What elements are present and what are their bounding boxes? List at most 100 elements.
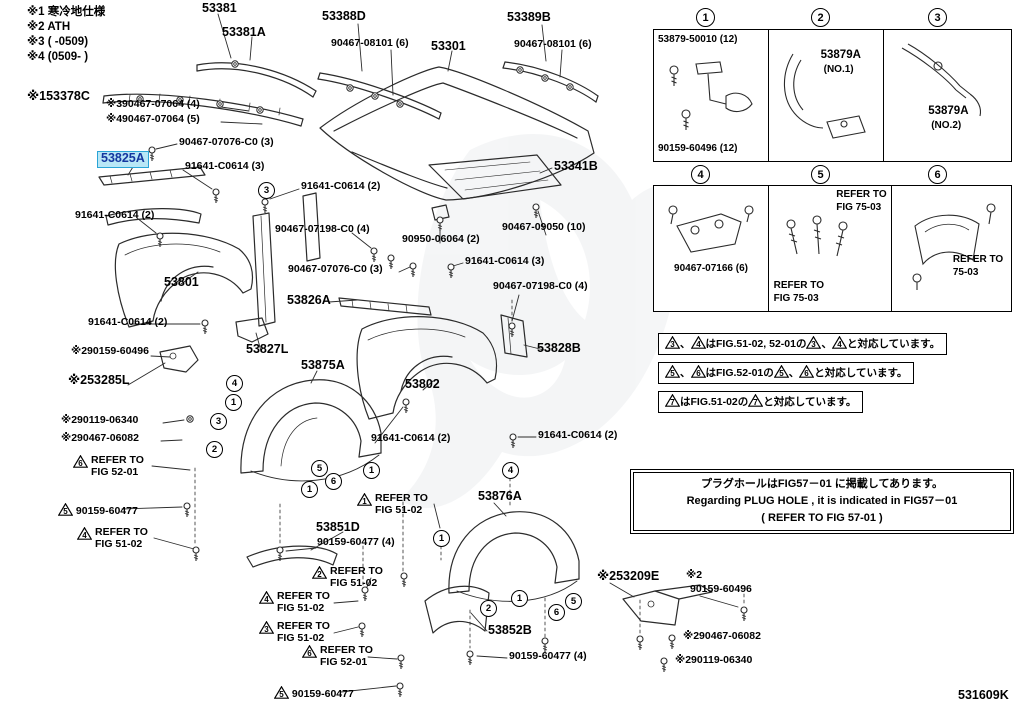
legend-line: ※4 (0509- ) [27,51,89,63]
detail-box-5: REFER TO FIG 75-03 REFER TO FIG 75-03 [767,185,893,312]
part-sub-label: (NO.2) [931,120,962,131]
svg-text:2: 2 [317,570,322,579]
part-label: 91641-C0614 (3) [185,160,265,172]
panel-number-3: 3 [928,8,947,27]
part-label: ※290467-06082 [683,630,761,642]
part-label: 90950-06064 (2) [402,233,480,245]
svg-text:1: 1 [362,497,367,506]
refer-line: REFER TO [952,254,1004,265]
part-label: ※153378C [27,89,90,103]
part-liner-53875A [240,379,382,482]
panel-number-6: 6 [928,165,947,184]
svg-text:4: 4 [696,340,701,349]
part-label: 90159-60477 (4) [509,650,587,662]
part-label: 90467-07198-C0 (4) [275,223,370,235]
assembly-axes [194,299,745,649]
detail-box-3: 53879A (NO.2) [883,29,1013,162]
part-liner-53851D [246,545,338,568]
part-inner-pillar [252,192,321,327]
legend-line: ※3 ( -0509) [27,36,89,48]
plug-note-refer: ( REFER TO FIG 57-01 ) [761,512,883,525]
part-fender-53801 [114,232,254,328]
part-bracket-53209E [622,584,713,626]
svg-text:3: 3 [812,340,817,349]
svg-text:5: 5 [279,690,284,699]
part-bracket-53285L [159,345,199,373]
svg-text:5: 5 [63,507,68,516]
legend-line: ※1 寒冷地仕様 [27,6,106,18]
part-label: ※290159-60496 [71,345,149,357]
svg-text:6: 6 [696,369,701,378]
svg-text:6: 6 [307,649,312,658]
svg-text:7: 7 [754,398,759,407]
selected-part-label[interactable]: 53825A [97,151,149,168]
part-label: 91641-C0614 (2) [538,429,618,441]
svg-text:5: 5 [779,369,784,378]
refer-line: REFER TO [773,280,824,291]
part-label: 53801 [164,275,199,289]
detail-box-6: REFER TO 75-03 [891,185,1013,312]
svg-text:3: 3 [670,340,675,349]
part-panel-53828B [500,314,528,358]
refer-line: FIG 75-03 [836,202,882,213]
part-label: 53852B [488,623,532,637]
part-label: 90467-07076-C0 (3) [179,136,274,148]
detail-box-2: 53879A (NO.1) [767,29,885,162]
refer-note: REFER TO FIG 75-03 [836,188,886,214]
clip-screw-art [669,61,753,130]
detail-box-1: 53879-50010 (12) 90159-60496 (12) [653,29,769,162]
panel-number-4: 4 [691,165,710,184]
part-label: 53851D [316,520,360,534]
part-label: 90159-60477 (4) [317,536,395,548]
part-label: 53879-50010 (12) [658,34,738,45]
part-strip-53389B [502,61,599,103]
part-label: ※253209E [597,569,660,583]
part-label: 53802 [405,377,440,391]
plug-note-en: Regarding PLUG HOLE , it is indicated in… [686,495,958,508]
part-apron-53825A [98,166,206,226]
refer-line: REFER TO [836,189,887,200]
svg-text:6: 6 [805,369,810,378]
mudguard-art [912,203,996,290]
part-label: 91641-C0614 (2) [88,316,168,328]
part-sub-label: (NO.1) [823,64,854,75]
part-label: 90467-07198-C0 (4) [493,280,588,292]
svg-text:4: 4 [264,595,269,604]
part-label: 53875A [301,358,345,372]
bracket-screw-art [668,205,754,253]
part-hood-53301 [319,66,595,201]
part-label: 53876A [478,489,522,503]
part-label: ※290119-06340 [61,414,139,426]
part-label: 53381 [202,1,237,15]
part-label: 90159-60496 [690,583,752,595]
part-label: 53389B [507,10,551,24]
part-label: 90159-60496 (12) [658,143,738,154]
part-label: 53381A [222,25,266,39]
svg-text:5: 5 [670,369,675,378]
part-label: 91641-C0614 (3) [465,255,545,267]
screws-art [786,215,848,257]
part-label: 90467-08101 (6) [331,37,409,49]
part-cowl-strip-53378C [102,93,304,127]
watermark [400,134,712,509]
part-brace-53826A [338,297,432,316]
part-weatherstrip-53381 [196,62,317,98]
part-label: 53879A [820,49,861,61]
part-label: ※253285L [68,373,130,387]
svg-text:4: 4 [82,531,87,540]
refer-note: REFER TO FIG 75-03 [774,279,824,305]
detail-row-2: 90467-07166 (6) REFER TO FIG 75-03 REFER… [653,185,1013,312]
refer-line: 75-03 [952,267,979,278]
panel-number-1: 1 [696,8,715,27]
part-strip-53388D [317,72,442,120]
